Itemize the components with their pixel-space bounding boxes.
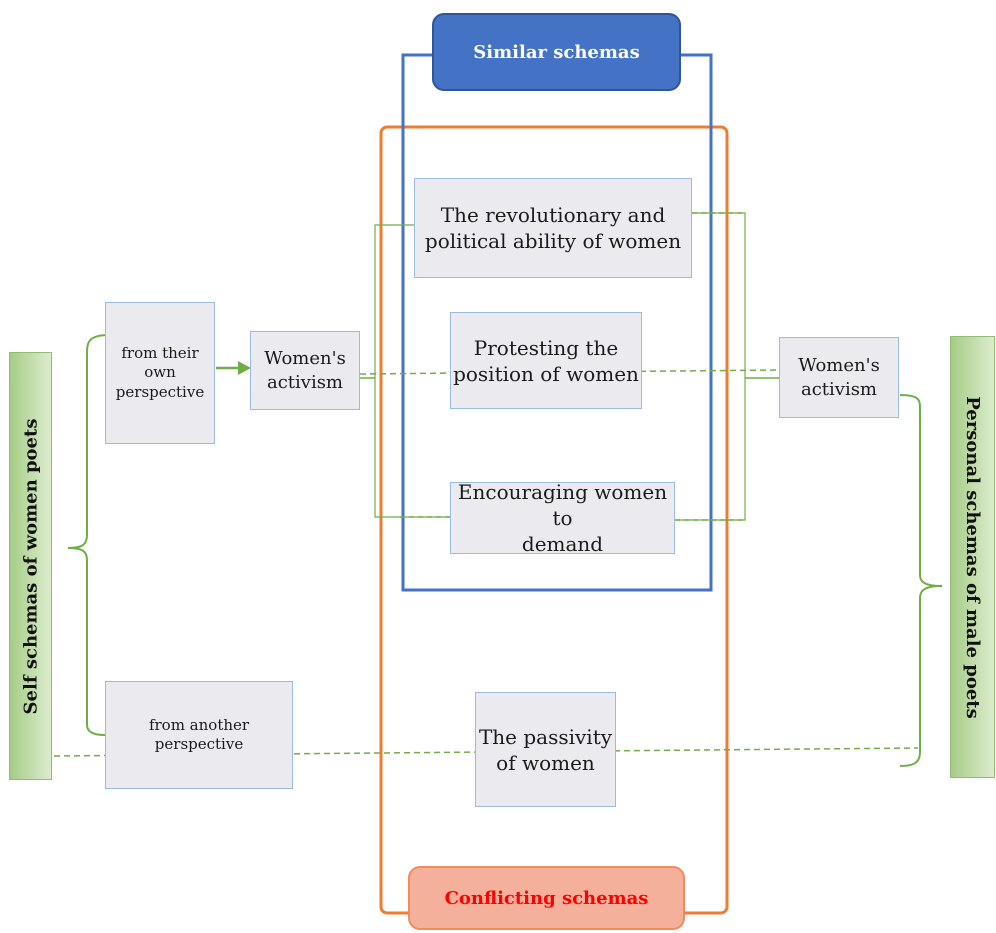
left-womens-activism-box: Women's activism — [250, 331, 360, 410]
similar-schemas-header: Similar schemas — [432, 13, 681, 91]
arrowhead — [238, 361, 251, 375]
self-schemas-text: Self schemas of women poets — [20, 418, 41, 714]
another-perspective-box: from another perspective — [105, 681, 293, 789]
node-line: activism — [800, 378, 878, 400]
similar-schemas-frame — [401, 53, 713, 592]
node-line: Women's — [798, 355, 880, 377]
node-line: own — [144, 363, 176, 382]
own-perspective-box: from their own perspective — [105, 302, 215, 444]
right-womens-activism-box: Women's activism — [779, 337, 899, 418]
node-line: of women — [496, 750, 595, 775]
right-brace — [899, 394, 943, 767]
protesting-position-box: Protesting the position of women — [450, 312, 642, 409]
node-line: Women's — [264, 348, 346, 370]
node-line: political ability of women — [424, 229, 682, 253]
male-poets-label: Personal schemas of male poets — [950, 336, 995, 778]
node-line: from their — [121, 343, 199, 362]
node-line: demand — [521, 532, 604, 556]
node-line: The revolutionary and — [440, 203, 666, 227]
node-line: activism — [266, 371, 344, 393]
male-poets-text: Personal schemas of male poets — [962, 395, 983, 719]
connector-right-bracket — [675, 212, 746, 521]
encouraging-women-box: Encouraging women to demand — [450, 480, 675, 556]
node-line: perspective — [154, 735, 244, 753]
conflicting-schemas-header: Conflicting schemas — [408, 866, 685, 930]
node-line: position of women — [453, 361, 639, 386]
revolutionary-ability-box: The revolutionary and political ability … — [414, 178, 692, 278]
node-line: Encouraging women to — [457, 480, 668, 530]
node-line: perspective — [115, 382, 205, 401]
passivity-of-women-box: The passivity of women — [475, 692, 616, 807]
node-line: Protesting the — [473, 335, 619, 360]
node-line: from another — [148, 715, 250, 734]
left-brace — [67, 334, 110, 736]
self-schemas-label: Self schemas of women poets — [9, 352, 52, 780]
node-line: The passivity — [478, 724, 613, 749]
